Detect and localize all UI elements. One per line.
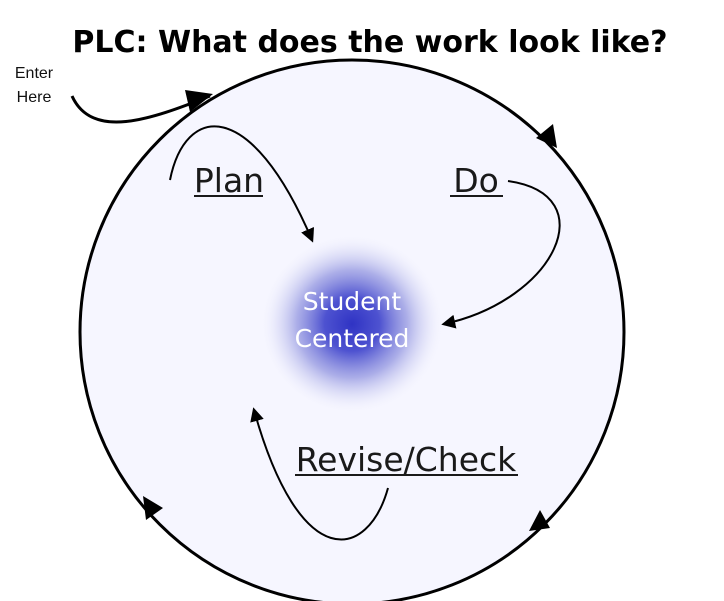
stage-revise-label: Revise/Check: [296, 440, 517, 479]
stage-do-label: Do: [453, 161, 499, 200]
do-arrow: [441, 180, 561, 329]
center-label-line2: Centered: [295, 324, 410, 353]
plan-arrow: [169, 125, 315, 243]
cycle-arrowhead-bottom-left-icon: [143, 496, 163, 520]
revise-arrow: [250, 407, 389, 541]
center-glow: [260, 234, 444, 414]
stage-plan-label: Plan: [194, 161, 264, 200]
page-title: PLC: What does the work look like?: [72, 25, 667, 60]
cycle-arrowhead-top-right-icon: [536, 124, 557, 148]
center-label-line1: Student: [303, 287, 402, 316]
enter-label-line1: Enter: [15, 65, 54, 82]
enter-label-line2: Here: [17, 89, 52, 106]
entry-arrowhead-icon: [185, 90, 213, 112]
cycle-arrowhead-bottom-right-icon: [529, 510, 550, 531]
